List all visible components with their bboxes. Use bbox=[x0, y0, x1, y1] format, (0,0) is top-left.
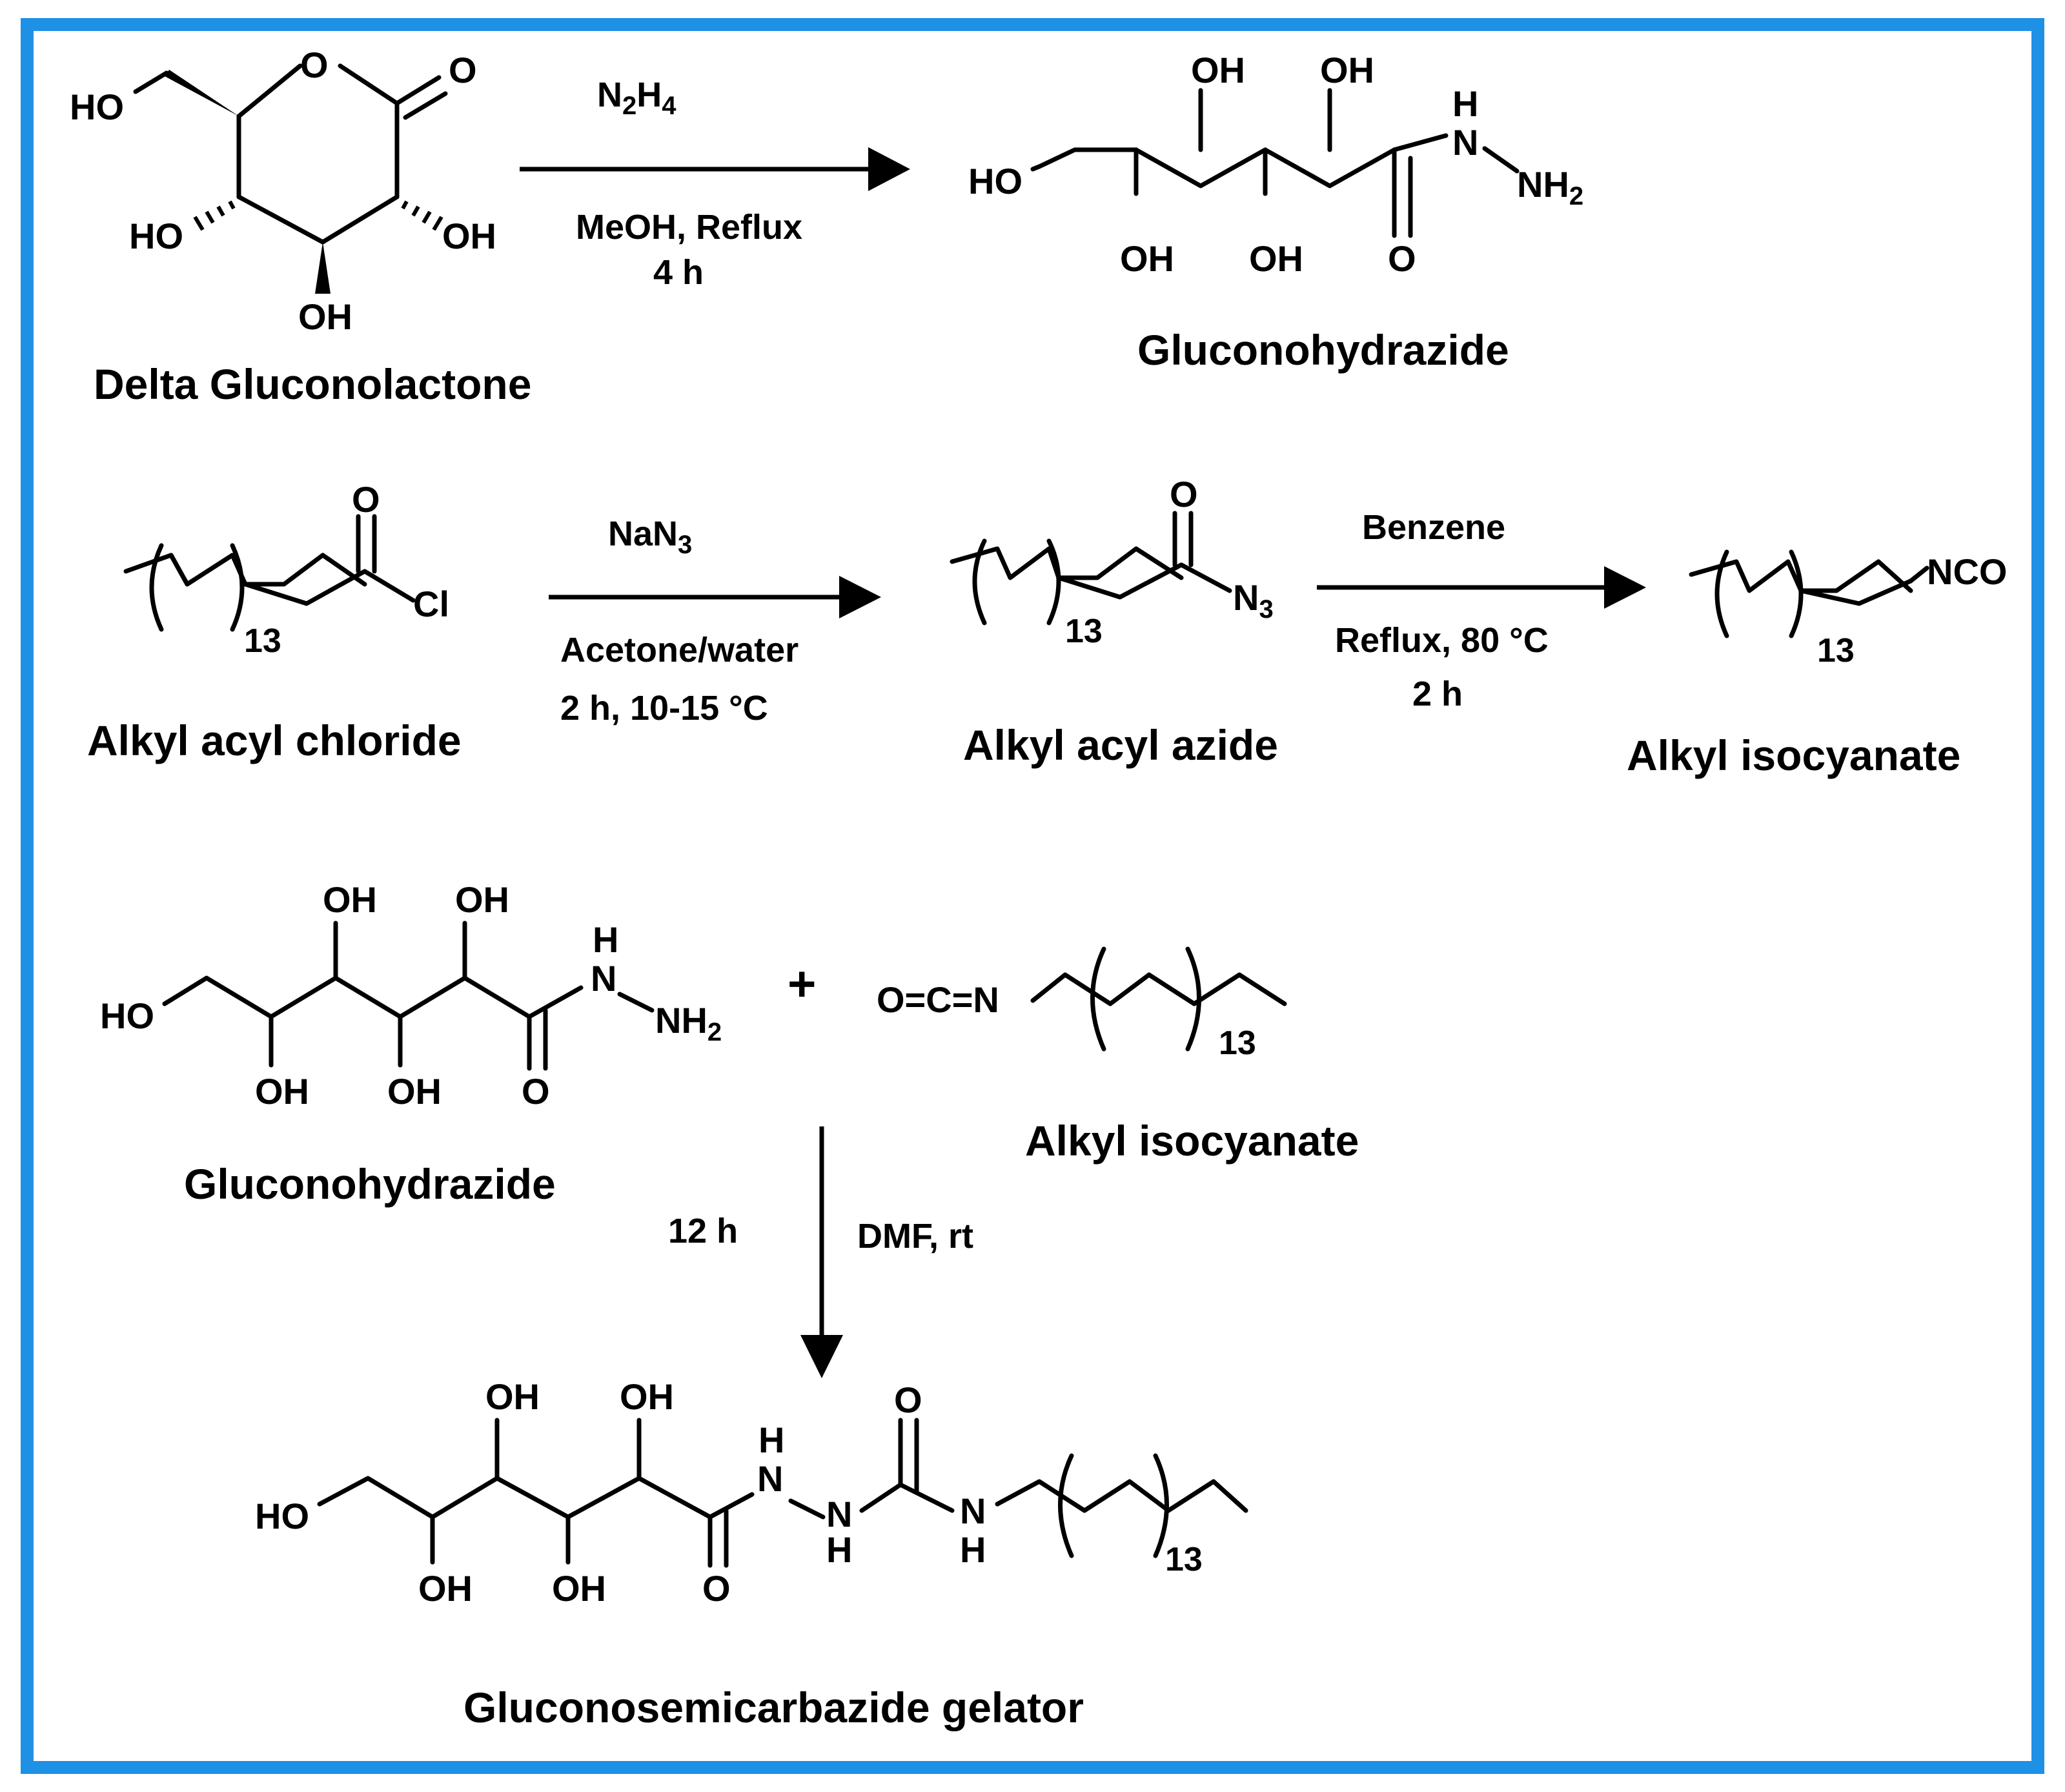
product-ho-label: HO bbox=[255, 1496, 309, 1536]
alkyl-isocyanate-label-right: Alkyl isocyanate bbox=[1627, 731, 1960, 779]
gluconohydrazide-structure-middle bbox=[162, 921, 655, 1071]
gh2-oh-bottom-1: OH bbox=[255, 1071, 309, 1112]
step4-time: 12 h bbox=[668, 1212, 738, 1250]
isocyanate-oxcn-text: O=C=N bbox=[877, 979, 999, 1020]
gluconosemicarbazide-label: Gluconosemicarbazide gelator bbox=[463, 1684, 1084, 1731]
gh1-nh2-label: NH2 bbox=[1517, 164, 1583, 210]
hydroxyl-right-label: OH bbox=[442, 216, 496, 256]
product-h-1: H bbox=[758, 1420, 784, 1460]
step2-conditions-temp: 2 h, 10-15 °C bbox=[560, 689, 768, 728]
reaction-arrow-1 bbox=[520, 147, 910, 191]
gh2-ho-label: HO bbox=[100, 995, 154, 1036]
hydroxymethyl-label: HO bbox=[70, 87, 124, 127]
sodium-azide-reagent: NaN3 bbox=[608, 514, 692, 559]
gluconosemicarbazide-structure bbox=[317, 1418, 1248, 1568]
step1-conditions-solvent: MeOH, Reflux bbox=[576, 208, 802, 247]
gh1-oh-top-2: OH bbox=[1320, 50, 1374, 90]
alkyl-acyl-azide-label: Alkyl acyl azide bbox=[963, 721, 1278, 769]
product-oh-bottom-1: OH bbox=[418, 1568, 473, 1609]
product-h-2: H bbox=[826, 1529, 852, 1570]
step3-conditions-time: 2 h bbox=[1412, 675, 1463, 713]
acyl-azide-n3: N3 bbox=[1233, 577, 1274, 624]
gh1-oh-bottom-1: OH bbox=[1120, 238, 1174, 279]
product-h-3: H bbox=[960, 1529, 986, 1570]
gh1-oh-bottom-2: OH bbox=[1249, 238, 1303, 279]
gluconohydrazide-label-top: Gluconohydrazide bbox=[1137, 326, 1509, 374]
gh2-h-label: H bbox=[593, 919, 618, 960]
acyl-azide-o: O bbox=[1170, 474, 1198, 514]
hydroxyl-left-label: HO bbox=[129, 216, 183, 256]
alkyl-acyl-chloride-label: Alkyl acyl chloride bbox=[87, 717, 462, 764]
step3-reagent: Benzene bbox=[1362, 508, 1505, 547]
hydrazine-reagent: N2H4 bbox=[597, 76, 676, 120]
alkyl-isocyanate-structure-right bbox=[1689, 549, 1929, 638]
isocyanate-nco-group: NCO bbox=[1927, 551, 2007, 592]
product-carbonyl-o-1: O bbox=[702, 1568, 731, 1609]
gluconohydrazide-label-middle: Gluconohydrazide bbox=[184, 1160, 556, 1208]
gh2-n-label: N bbox=[591, 958, 616, 999]
hydroxyl-bottom-label: OH bbox=[298, 296, 352, 337]
delta-gluconolactone-structure: O O HO HO OH OH bbox=[70, 45, 496, 337]
product-oh-bottom-2: OH bbox=[552, 1568, 606, 1609]
gh2-nh2-label: NH2 bbox=[655, 1000, 722, 1046]
product-oh-top-1: OH bbox=[485, 1376, 540, 1417]
product-n-1: N bbox=[757, 1458, 783, 1499]
gh2-oh-top-2: OH bbox=[455, 879, 509, 920]
gh1-carbonyl-o: O bbox=[1388, 238, 1416, 279]
gh1-n-label: N bbox=[1452, 122, 1478, 163]
acyl-chloride-o: O bbox=[352, 479, 380, 520]
reaction-arrow-2 bbox=[549, 576, 881, 618]
ring-oxygen-atom: O bbox=[300, 45, 329, 85]
gh2-oh-bottom-2: OH bbox=[387, 1071, 442, 1112]
gh2-carbonyl-o: O bbox=[522, 1071, 550, 1112]
alkyl-acyl-azide-structure bbox=[950, 511, 1232, 626]
delta-gluconolactone-label: Delta Gluconolactone bbox=[94, 360, 531, 408]
gh2-oh-top-1: OH bbox=[323, 879, 377, 920]
product-repeat: 13 bbox=[1165, 1541, 1203, 1578]
product-oh-top-2: OH bbox=[620, 1376, 674, 1417]
reaction-arrow-3 bbox=[1317, 566, 1646, 609]
step3-conditions-temp: Reflux, 80 °C bbox=[1335, 621, 1549, 660]
step4-conditions: DMF, rt bbox=[857, 1217, 973, 1256]
gh1-h-label: H bbox=[1452, 83, 1478, 124]
gh1-ho-label: HO bbox=[968, 161, 1022, 201]
frame-border bbox=[21, 18, 2044, 1774]
isocyanate-right-repeat: 13 bbox=[1817, 632, 1855, 669]
acyl-chloride-repeat: 13 bbox=[244, 622, 281, 660]
gh1-oh-top-1: OH bbox=[1191, 50, 1245, 90]
carbonyl-oxygen-atom: O bbox=[449, 50, 477, 90]
isocyanate-middle-repeat: 13 bbox=[1219, 1024, 1256, 1062]
step2-conditions-solvent: Acetone/water bbox=[560, 631, 799, 669]
acyl-azide-repeat: 13 bbox=[1065, 613, 1103, 650]
product-n-2: N bbox=[826, 1494, 852, 1534]
alkyl-isocyanate-structure-middle bbox=[1030, 946, 1287, 1052]
acyl-chloride-cl: Cl bbox=[413, 584, 449, 624]
reaction-arrow-4 bbox=[800, 1126, 843, 1378]
product-carbonyl-o-2: O bbox=[894, 1380, 922, 1420]
plus-sign: + bbox=[788, 957, 816, 1012]
step1-conditions-time: 4 h bbox=[653, 253, 704, 292]
gluconohydrazide-structure-top bbox=[1030, 88, 1520, 238]
alkyl-acyl-chloride-structure bbox=[123, 514, 416, 632]
alkyl-isocyanate-label-middle: Alkyl isocyanate bbox=[1025, 1117, 1359, 1165]
product-n-3: N bbox=[960, 1491, 986, 1531]
